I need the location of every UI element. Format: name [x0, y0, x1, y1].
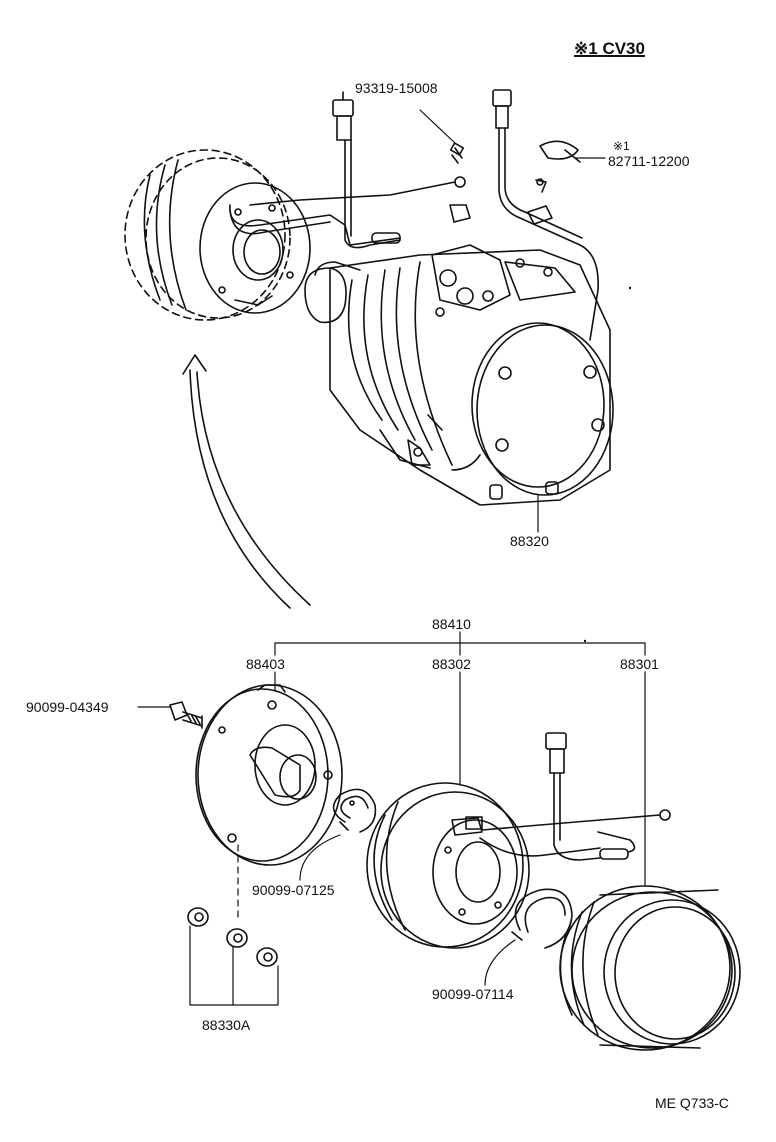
bolt-93319: [449, 142, 471, 223]
diagram-code: ME Q733-C: [655, 1095, 729, 1111]
snap-ring-90099-07114: [511, 888, 573, 949]
compressor-body: [304, 244, 614, 506]
variant-note-mark: ※1: [574, 39, 598, 58]
part-label-88330A: 88330A: [202, 1017, 251, 1033]
part-label-90099-07114: 90099-07114: [432, 986, 514, 1002]
part-label-88403: 88403: [246, 656, 285, 672]
stator-88302: [366, 782, 530, 949]
variant-note: ※1 CV30: [574, 40, 645, 58]
assembly-arrow: [182, 354, 311, 609]
part-label-88302: 88302: [432, 656, 471, 672]
shims-88330A: [187, 907, 279, 1006]
part-label-93319-15008: 93319-15008: [355, 80, 438, 96]
upper-wire-harness: [229, 91, 466, 249]
part-label-88410: 88410: [432, 616, 471, 632]
part-label-88320: 88320: [510, 533, 549, 549]
snap-ring-90099-07125: [332, 788, 377, 833]
front-plate-88403: [195, 684, 343, 866]
part-label-88301: 88301: [620, 656, 659, 672]
part-label-90099-04349: 90099-04349: [26, 699, 109, 715]
bolt-90099-04349: [137, 701, 203, 729]
part-label-82711-12200: 82711-12200: [608, 153, 690, 169]
part-label-90099-07125: 90099-07125: [252, 882, 335, 898]
assembly-bracket: [274, 631, 646, 656]
part-note-mark-82711: ※1: [613, 139, 630, 153]
upper-clutch-assembly: [124, 149, 311, 321]
variant-note-text: CV30: [602, 39, 645, 58]
lower-wire-harness: [479, 732, 671, 861]
right-wire-harness: [492, 89, 599, 341]
pulley-88301: [559, 885, 741, 1051]
